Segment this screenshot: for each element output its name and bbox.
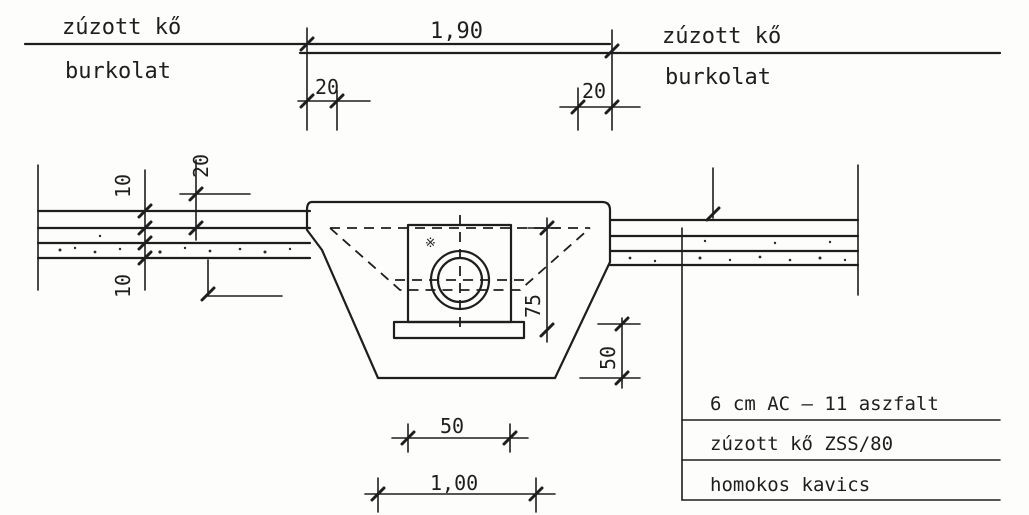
gravel-texture [58, 234, 847, 263]
label-left-offset: 20 [315, 75, 339, 99]
pipe-inner [436, 256, 484, 304]
dim-tick [188, 220, 204, 236]
cross-section: ※ 10 10 20 75 50 [36, 154, 860, 513]
dim-tick [539, 322, 555, 338]
inlet-base [392, 320, 526, 340]
plan-tick [299, 36, 315, 52]
label-right-top: zúzott kő [662, 24, 781, 49]
plan-view: zúzott kő burkolat 1,90 zúzott kő burkol… [23, 15, 1002, 131]
dim-lower-layer: 10 [111, 274, 135, 298]
label-right-offset: 20 [582, 79, 606, 103]
dim-tick [137, 220, 153, 236]
dim-upper-layer: 10 [111, 174, 135, 198]
dim-tick [370, 486, 386, 502]
dim-tick [188, 186, 204, 202]
label-left-top: zúzott kő [62, 15, 181, 40]
dim-tick [705, 206, 721, 222]
dim-tick [137, 203, 153, 219]
dim-tick [528, 486, 544, 502]
dim-depth-left: 20 [189, 154, 213, 178]
dim-base-height: 50 [596, 346, 620, 370]
label-top-width: 1,90 [430, 19, 483, 44]
inlet-mark: ※ [425, 236, 436, 251]
dim-tick [614, 316, 630, 332]
dim-bottom-width-label: 1,00 [430, 471, 478, 495]
plan-tick [604, 43, 620, 59]
dim-tick [200, 286, 216, 302]
legend-layer-2: zúzott kő ZSS/80 [710, 433, 893, 455]
channel-body [305, 200, 612, 380]
dim-tick [137, 250, 153, 266]
dim-tick [502, 430, 518, 446]
dim-tick [400, 430, 416, 446]
label-left-bottom: burkolat [65, 59, 171, 84]
dim-tick [137, 235, 153, 251]
legend-layer-3: homokos kavics [710, 474, 870, 496]
layer-legend: 6 cm AC – 11 aszfalt zúzott kő ZSS/80 ho… [681, 227, 1001, 501]
legend-layer-1: 6 cm AC – 11 aszfalt [710, 393, 939, 415]
dim-tick [614, 370, 630, 386]
label-right-bottom: burkolat [665, 65, 771, 90]
dim-inner-width-label: 50 [440, 414, 464, 438]
dim-pipe-height: 75 [521, 294, 545, 318]
dim-tick [539, 220, 555, 236]
